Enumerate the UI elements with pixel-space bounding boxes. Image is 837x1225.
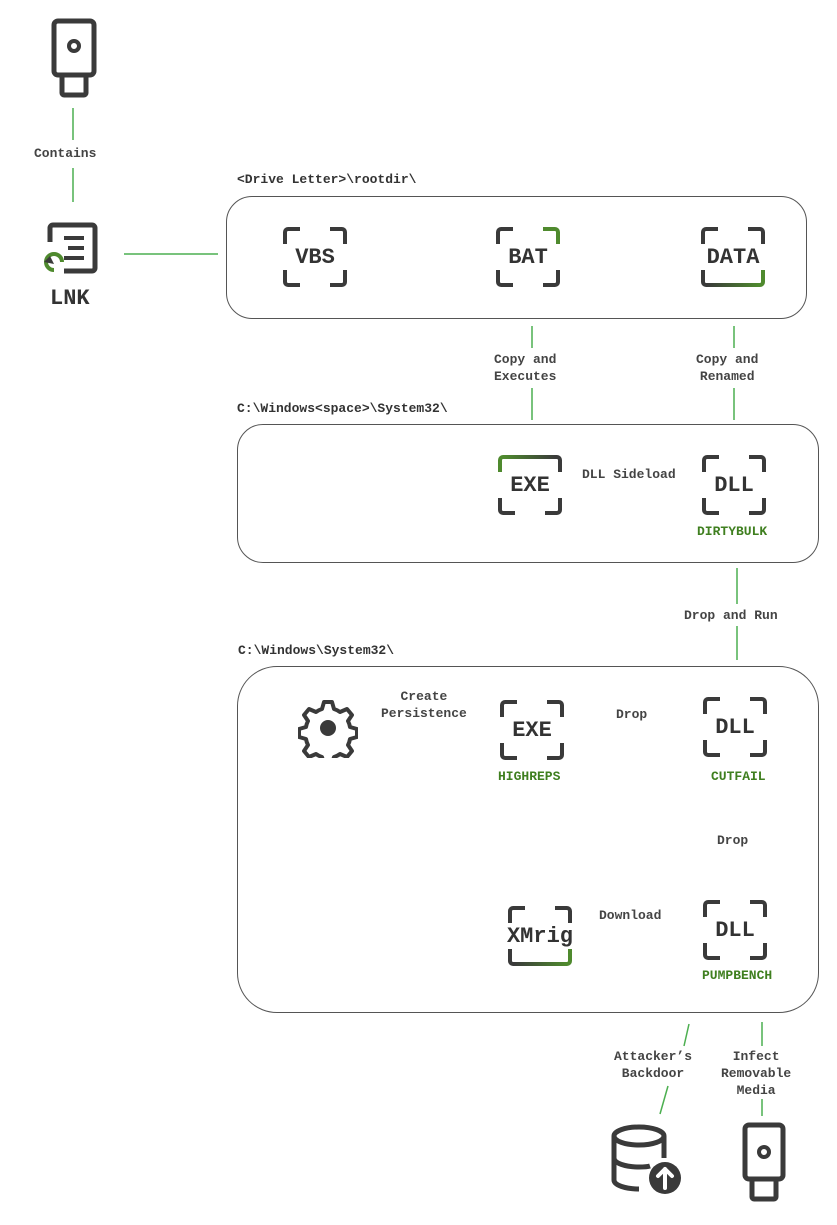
region-sys32-label: C:\Windows\System32\ bbox=[238, 643, 395, 658]
region-space bbox=[237, 424, 819, 563]
region-space-label: C:\Windows<space>\System32\ bbox=[237, 401, 448, 416]
edge-label-copy-executes: Copy and Executes bbox=[494, 351, 557, 385]
region-root bbox=[226, 196, 807, 319]
data-node-label: DATA bbox=[706, 244, 760, 270]
exe-sideload-node: EXE bbox=[498, 455, 562, 515]
dll-dirtybulk-label: DLL bbox=[714, 472, 754, 498]
edge-label-contains: Contains bbox=[34, 145, 97, 162]
dll-cutfail-node: DLL bbox=[703, 697, 767, 757]
bat-node-label: BAT bbox=[508, 244, 548, 270]
region-root-label: <Drive Letter>\rootdir\ bbox=[237, 172, 417, 187]
edge-label-drop-run: Drop and Run bbox=[684, 607, 778, 624]
edge-label-drop2: Drop bbox=[717, 832, 749, 849]
malware-highreps: HIGHREPS bbox=[498, 769, 561, 784]
bat-node: BAT bbox=[496, 227, 560, 287]
vbs-node-label: VBS bbox=[295, 244, 335, 270]
edge-label-dll-sideload: DLL Sideload bbox=[582, 466, 676, 483]
vbs-node: VBS bbox=[283, 227, 347, 287]
edge-label-attacker-backdoor: Attacker’s Backdoor bbox=[614, 1048, 693, 1082]
database-upload-icon bbox=[611, 1124, 681, 1194]
edge-label-create-persistence: Create Persistence bbox=[381, 688, 467, 722]
edge-backdoor-top bbox=[683, 1023, 690, 1047]
edge-label-download: Download bbox=[599, 907, 662, 924]
dll-pumpbench-label: DLL bbox=[715, 917, 755, 943]
exe-sideload-label: EXE bbox=[510, 472, 550, 498]
removable-media-icon bbox=[742, 1122, 786, 1202]
edge-label-copy-renamed: Copy and Renamed bbox=[696, 351, 759, 385]
edge-label-infect-media: Infect Removable Media bbox=[721, 1048, 792, 1099]
xmrig-label: XMrig bbox=[506, 923, 573, 949]
edge-backdoor-bottom bbox=[659, 1085, 669, 1115]
gear-icon bbox=[298, 700, 358, 758]
malware-dirtybulk: DIRTYBULK bbox=[697, 524, 768, 539]
lnk-label: LNK bbox=[50, 286, 90, 311]
exe-highreps-label: EXE bbox=[512, 717, 552, 743]
exe-highreps-node: EXE bbox=[500, 700, 564, 760]
malware-pumpbench: PUMPBENCH bbox=[702, 968, 773, 983]
malware-cutfail: CUTFAIL bbox=[711, 769, 766, 784]
xmrig-node: XMrig bbox=[507, 906, 573, 966]
dll-dirtybulk-node: DLL bbox=[702, 455, 766, 515]
dll-cutfail-label: DLL bbox=[715, 714, 755, 740]
usb-drive-icon bbox=[51, 18, 97, 98]
edge-label-drop1: Drop bbox=[616, 706, 648, 723]
data-node: DATA bbox=[701, 227, 765, 287]
lnk-file-icon bbox=[44, 222, 98, 274]
dll-pumpbench-node: DLL bbox=[703, 900, 767, 960]
